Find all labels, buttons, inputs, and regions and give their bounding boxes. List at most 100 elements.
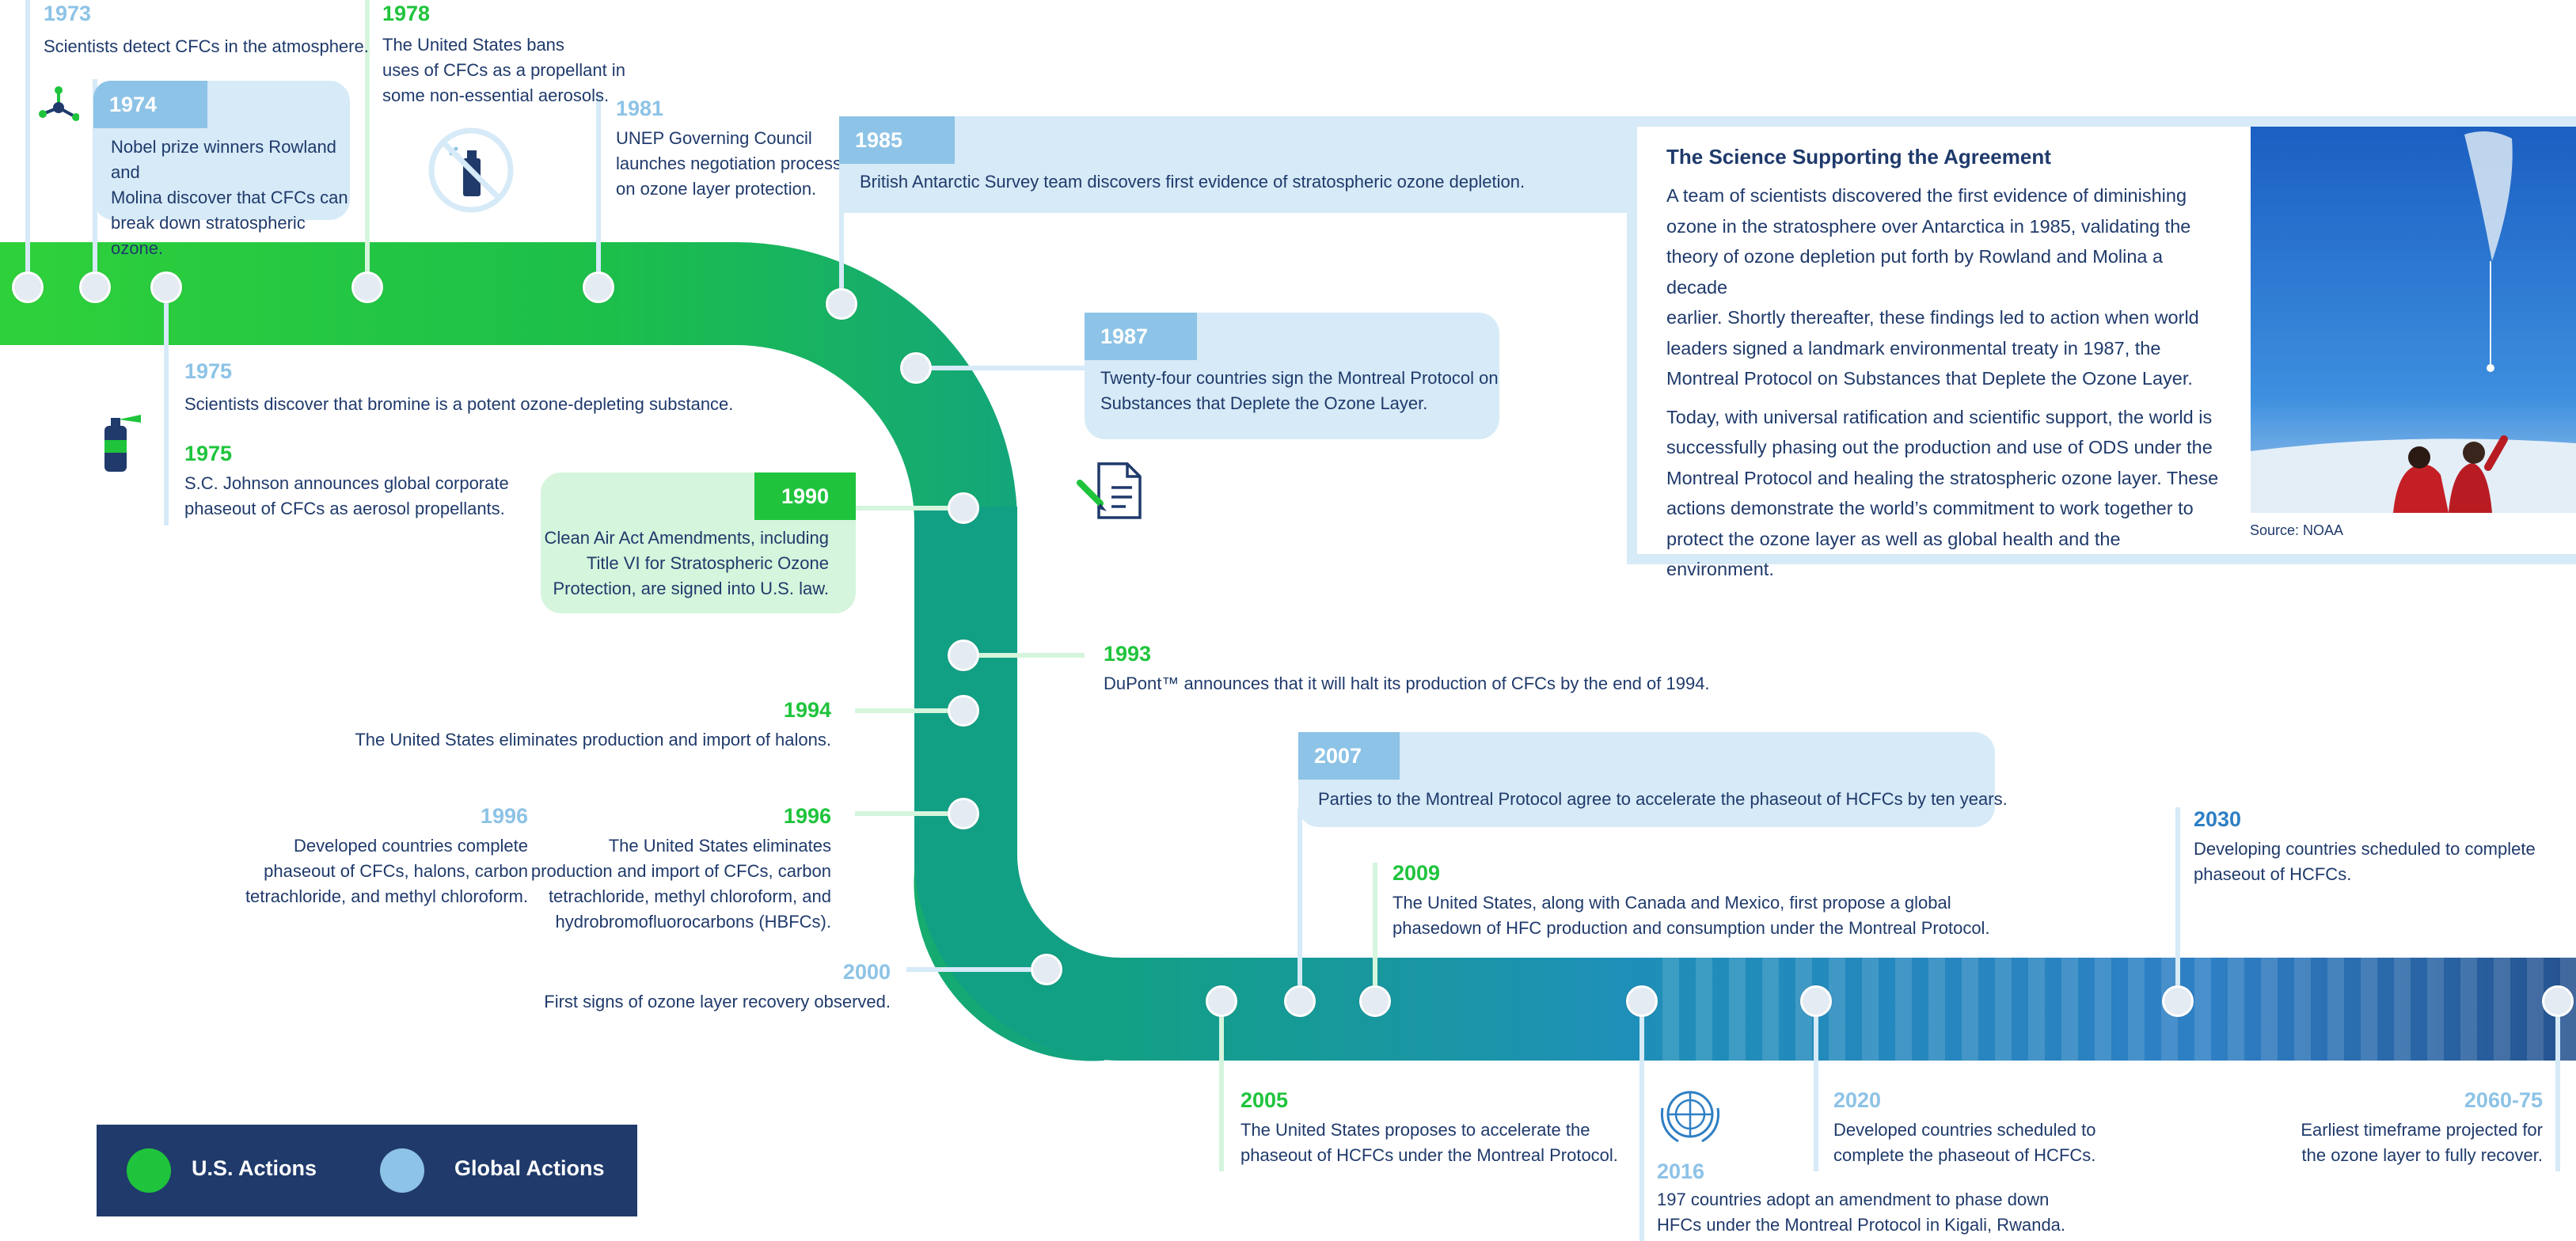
- event-1993: 1993 DuPont™ announces that it will halt…: [1104, 642, 1710, 696]
- event-text-line: production and import of CFCs, carbon: [530, 861, 831, 881]
- connector-1994: [855, 708, 966, 713]
- connector-1981: [596, 95, 601, 288]
- event-text-line: tetrachloride, and methyl chloroform.: [245, 886, 528, 906]
- timeline-node-2016: [1626, 985, 1658, 1017]
- connector-1973: [25, 0, 30, 288]
- event-text-line: Parties to the Montreal Protocol agree t…: [1318, 789, 2008, 809]
- timeline-node-1990: [948, 492, 979, 524]
- connector-2030: [2175, 807, 2180, 997]
- science-line: theory of ozone depletion put forth by R…: [1666, 246, 2164, 298]
- timeline-node-1993: [948, 639, 979, 671]
- event-text-line: phaseout of CFCs as aerosol propellants.: [184, 499, 505, 518]
- connector-1985: [839, 158, 844, 304]
- event-year: 2000: [842, 960, 891, 984]
- connector-2060: [2555, 997, 2560, 1171]
- science-line: ozone in the stratosphere over Antarctic…: [1666, 215, 2191, 237]
- legend-us-label: U.S. Actions: [192, 1156, 317, 1180]
- event-text-line: phasedown of HFC production and consumpt…: [1392, 918, 1990, 938]
- event-text-line: Scientists detect CFCs in the atmosphere…: [44, 36, 369, 56]
- event-text-line: The United States bans: [382, 35, 564, 55]
- event-1973: 1973 Scientists detect CFCs in the atmos…: [44, 2, 369, 59]
- timeline-node-2005: [1206, 985, 1237, 1017]
- event-2009: 2009 The United States, along with Canad…: [1392, 861, 1990, 941]
- event-2016: 2016 197 countries adopt an amendment to…: [1657, 1159, 2065, 1238]
- event-year-tag: 1990: [754, 472, 856, 520]
- event-card-1985: [839, 116, 1639, 213]
- event-year-tag: 2007: [1298, 732, 1400, 780]
- event-text-line: uses of CFCs as a propellant in: [382, 60, 625, 80]
- connector-2020: [1814, 997, 1818, 1171]
- event-text-line: break down stratospheric ozone.: [111, 213, 306, 258]
- timeline-node-2007: [1284, 985, 1316, 1017]
- event-text-line: HFCs under the Montreal Protocol in Kiga…: [1657, 1215, 2066, 1235]
- event-year: 2005: [1241, 1088, 1289, 1112]
- connector-1987: [914, 366, 1085, 370]
- event-text-line: phaseout of HCFCs under the Montreal Pro…: [1241, 1145, 1618, 1165]
- science-photo: [2251, 127, 2576, 513]
- timeline-node-2000: [1031, 954, 1062, 985]
- event-text-line: Scientists discover that bromine is a po…: [184, 394, 734, 414]
- event-text-line: The United States proposes to accelerate…: [1241, 1120, 1590, 1140]
- fire-extinguisher-icon: [104, 415, 141, 472]
- event-2000: 2000 First signs of ozone layer recovery…: [507, 960, 891, 1015]
- event-text-line: Earliest timeframe projected for: [2301, 1120, 2543, 1140]
- connector-2007: [1297, 807, 1302, 997]
- connector-1978: [365, 0, 370, 288]
- event-text-line: DuPont™ announces that it will halt its …: [1104, 674, 1710, 693]
- event-card-2007: [1298, 732, 1995, 827]
- timeline-node-1981: [583, 271, 614, 303]
- event-year: 1975: [184, 442, 233, 465]
- legend: U.S. Actions Global Actions: [97, 1125, 637, 1216]
- event-year: 2009: [1392, 861, 1441, 885]
- event-text-line: The United States eliminates production …: [355, 730, 831, 750]
- timeline-node-1985: [826, 288, 857, 320]
- timeline-node-2020: [1800, 985, 1832, 1017]
- event-year: 1978: [382, 2, 431, 25]
- science-text: The Science Supporting the Agreement A t…: [1666, 141, 2221, 585]
- event-1994: 1994 The United States eliminates produc…: [317, 698, 831, 753]
- united-nations-icon: [1660, 1091, 1720, 1143]
- legend-global-swatch: [380, 1148, 424, 1193]
- event-text-line: Molina discover that CFCs can: [111, 188, 348, 207]
- connector-1996: [855, 811, 966, 816]
- science-line: leaders signed a landmark environmental …: [1666, 337, 2161, 359]
- event-year-tag: 1985: [839, 116, 955, 164]
- timeline-node-1975: [150, 271, 182, 303]
- connector-1975: [164, 288, 169, 526]
- event-year: 2016: [1657, 1159, 1705, 1183]
- science-line: earlier. Shortly thereafter, these findi…: [1666, 307, 2199, 328]
- event-text-line: The United States, along with Canada and…: [1392, 893, 1951, 913]
- event-2030: 2030 Developing countries scheduled to c…: [2194, 807, 2536, 887]
- event-text-line: The United States eliminates: [608, 836, 831, 856]
- event-year: 2020: [1833, 1088, 1882, 1112]
- event-text-line: First signs of ozone layer recovery obse…: [544, 992, 891, 1011]
- event-1987-text: Twenty-four countries sign the Montreal …: [1100, 366, 1499, 416]
- event-text-line: UNEP Governing Council: [616, 128, 812, 148]
- event-text-line: Clean Air Act Amendments, including: [544, 528, 829, 548]
- event-text-line: on ozone layer protection.: [616, 179, 817, 199]
- molecule-icon: [39, 86, 79, 121]
- event-text-line: phaseout of CFCs, halons, carbon: [264, 861, 528, 881]
- event-text-line: Developing countries scheduled to comple…: [2194, 839, 2536, 859]
- event-text-line: 197 countries adopt an amendment to phas…: [1657, 1190, 2050, 1209]
- timeline-node-1987: [900, 352, 932, 384]
- event-text-line: Title VI for Stratospheric Ozone: [586, 553, 829, 573]
- event-text-line: complete the phaseout of HCFCs.: [1833, 1145, 2096, 1165]
- science-line: actions demonstrate the world’s commitme…: [1666, 498, 2194, 518]
- event-text-line: some non-essential aerosols.: [382, 85, 610, 105]
- legend-global-label: Global Actions: [454, 1156, 605, 1180]
- connector-1993: [962, 653, 1085, 658]
- science-line: A team of scientists discovered the firs…: [1666, 185, 2187, 206]
- event-1996-us: 1996 The United States eliminates produc…: [515, 804, 831, 935]
- connector-2000: [906, 967, 1049, 972]
- event-text-line: phaseout of HCFCs.: [2194, 864, 2352, 884]
- science-paragraph-1: A team of scientists discovered the firs…: [1666, 180, 2221, 394]
- science-line: protect the ozone layer as well as globa…: [1666, 528, 2121, 580]
- timeline-node-1994: [948, 695, 979, 727]
- event-year: 2060-75: [2464, 1088, 2543, 1112]
- connector-1990: [855, 506, 966, 510]
- event-text-line: S.C. Johnson announces global corporate: [184, 473, 509, 493]
- photo-caption: Source: NOAA: [2250, 522, 2344, 538]
- event-text-line: launches negotiation process: [616, 154, 842, 173]
- event-year-tag: 1987: [1085, 313, 1197, 360]
